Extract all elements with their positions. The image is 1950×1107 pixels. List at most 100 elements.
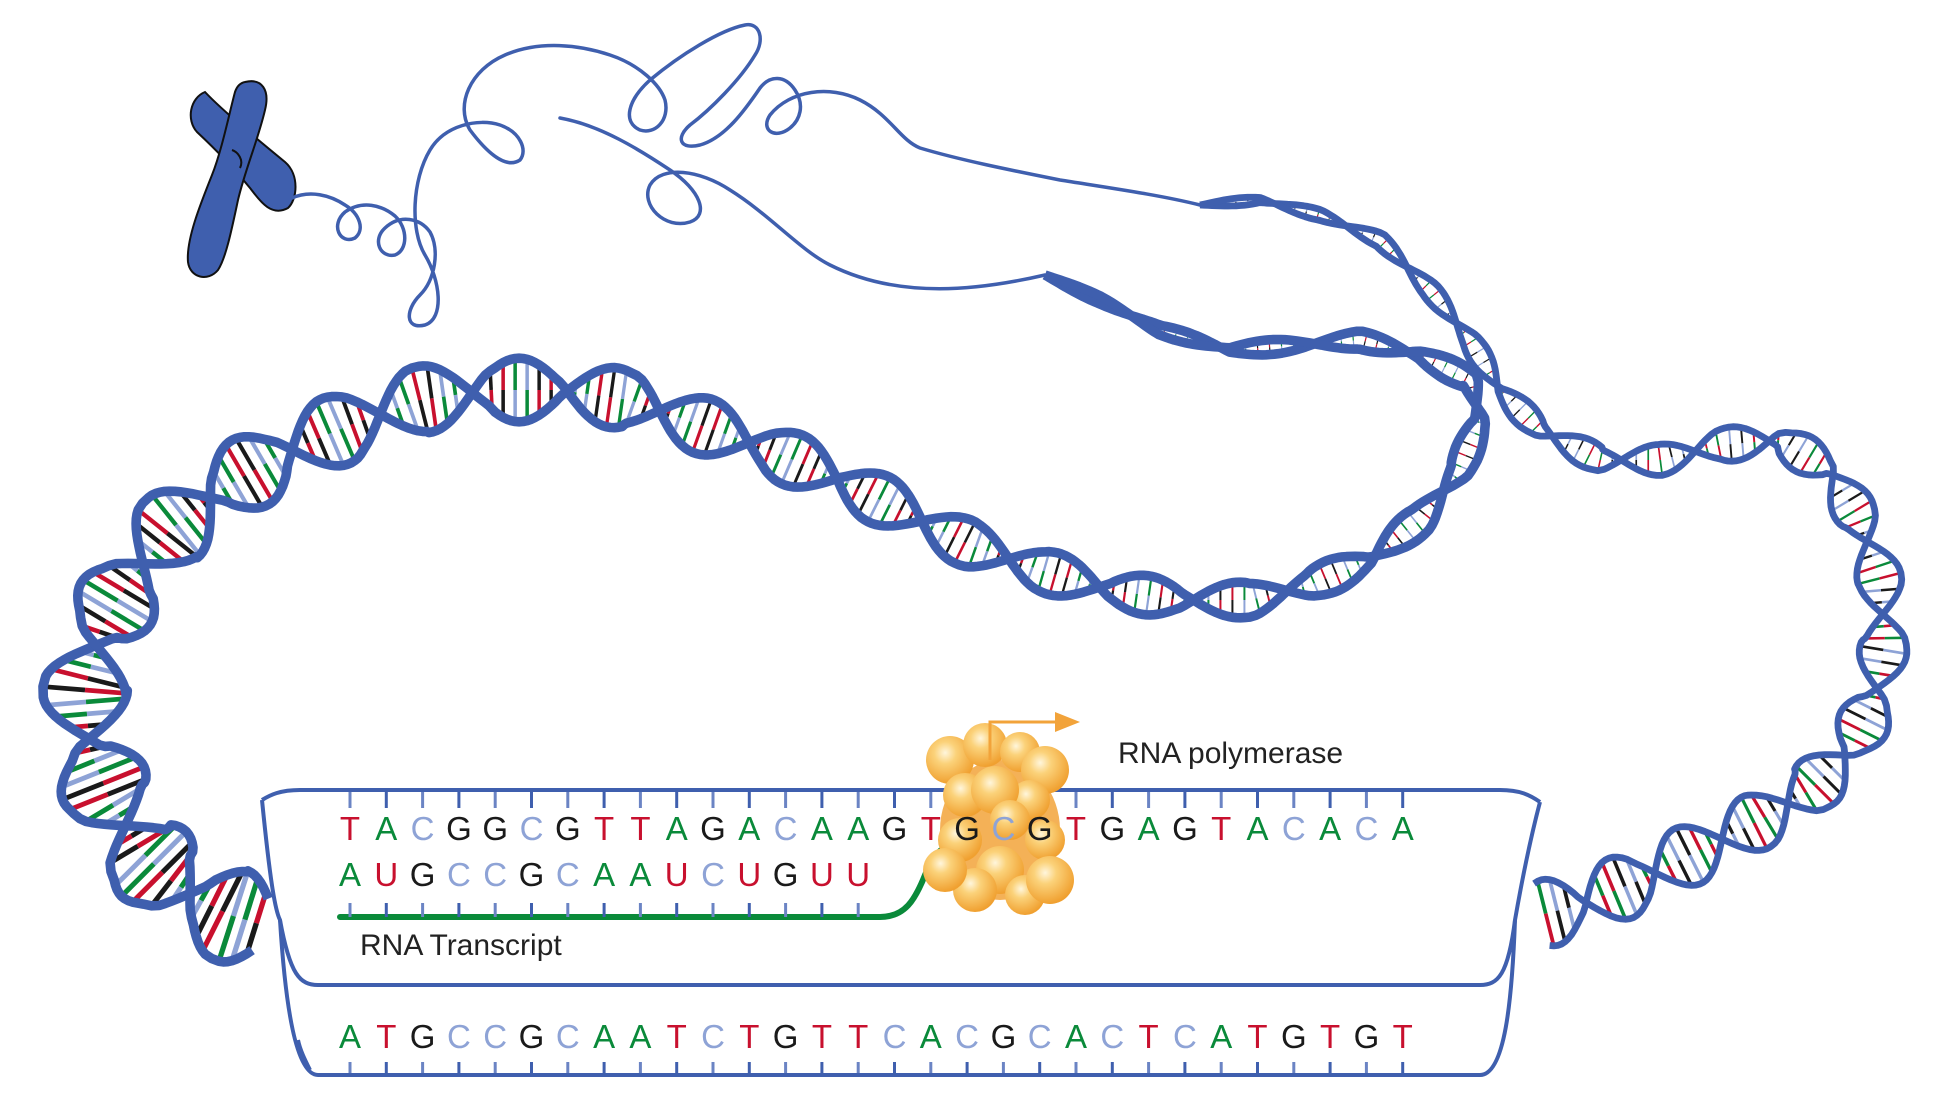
base-pair — [1625, 886, 1637, 915]
nucleotide: C — [1028, 1018, 1052, 1055]
base-pair — [1843, 708, 1865, 719]
nucleotide: G — [954, 810, 980, 847]
nucleotide: C — [411, 810, 435, 847]
template-strand-ticks — [350, 792, 1403, 808]
base-pair — [1667, 836, 1679, 861]
nucleotide: T — [812, 1018, 832, 1055]
nucleotide: T — [1211, 810, 1231, 847]
nucleotide: G — [1172, 810, 1198, 847]
base-pair — [1690, 855, 1704, 882]
nucleotide: C — [991, 810, 1015, 847]
nucleotide: G — [555, 810, 581, 847]
nucleotide: A — [593, 856, 615, 893]
base-pair — [327, 397, 341, 429]
nucleotide: U — [846, 856, 870, 893]
nucleotide: C — [447, 1018, 471, 1055]
rna-transcript-label: RNA Transcript — [360, 929, 562, 962]
base-pair — [1676, 828, 1690, 855]
base-pair — [1815, 785, 1834, 804]
nucleotide: G — [519, 1018, 545, 1055]
nucleotide: G — [991, 1018, 1017, 1055]
nucleotide: C — [1354, 810, 1378, 847]
nucleotide: U — [810, 856, 834, 893]
base-pair — [341, 429, 355, 461]
base-pair — [1741, 797, 1754, 823]
nucleotide: T — [630, 810, 650, 847]
nucleotide: T — [1066, 810, 1086, 847]
polymerase-subunit — [963, 723, 1007, 767]
base-pair — [1860, 646, 1883, 650]
nucleotide: G — [882, 810, 908, 847]
base-pair — [316, 402, 330, 434]
nucleotide: G — [773, 1018, 799, 1055]
nucleotide: C — [883, 1018, 907, 1055]
base-pair — [1557, 911, 1565, 942]
base-pair — [412, 368, 420, 400]
nucleotide: A — [1319, 810, 1341, 847]
base-pair — [1883, 650, 1906, 654]
base-pair — [1865, 719, 1887, 730]
base-pair — [1805, 758, 1823, 776]
nucleotide: C — [556, 856, 580, 893]
nucleotide: A — [629, 856, 651, 893]
nucleotide: C — [483, 1018, 507, 1055]
nucleotide: A — [1065, 1018, 1087, 1055]
nucleotide: C — [1173, 1018, 1197, 1055]
nucleotide: A — [811, 810, 833, 847]
nucleotide: C — [701, 856, 725, 893]
nucleotide: A — [339, 1018, 361, 1055]
nucleotide: A — [1138, 810, 1160, 847]
base-pair — [1860, 730, 1882, 741]
polymerase-subunit — [1026, 856, 1074, 904]
nucleotide: C — [774, 810, 798, 847]
base-pair — [43, 687, 85, 690]
nucleotide: C — [556, 1018, 580, 1055]
nucleotide: T — [848, 1018, 868, 1055]
nucleotide: A — [1246, 810, 1268, 847]
nucleotide: A — [629, 1018, 651, 1055]
base-pair — [46, 702, 86, 705]
nucleotide: T — [1139, 1018, 1159, 1055]
nucleotide: A — [1210, 1018, 1232, 1055]
nucleotide: T — [667, 1018, 687, 1055]
nucleotide: G — [519, 856, 545, 893]
base-pair — [1602, 863, 1614, 891]
nucleotide: U — [374, 856, 398, 893]
base-pair — [1824, 776, 1842, 794]
nucleotide: G — [1281, 1018, 1307, 1055]
helix-backbone — [61, 275, 1478, 962]
nucleotide: C — [520, 810, 544, 847]
nucleotide: T — [1247, 1018, 1267, 1055]
nucleotide: T — [1393, 1018, 1413, 1055]
nucleotide: A — [738, 810, 760, 847]
nucleotide: G — [482, 810, 508, 847]
nucleotide: G — [1099, 810, 1125, 847]
nucleotide: T — [594, 810, 614, 847]
nucleotide: A — [339, 856, 361, 893]
base-pair — [1538, 881, 1546, 913]
nucleotide: G — [1354, 1018, 1380, 1055]
chromatin-fiber-loop — [560, 118, 1045, 289]
nucleotide: C — [447, 856, 471, 893]
base-pair — [1754, 823, 1767, 849]
nucleotide: T — [1320, 1018, 1340, 1055]
base-pair — [245, 879, 258, 920]
nucleotide: C — [1282, 810, 1306, 847]
nucleotide: G — [700, 810, 726, 847]
nucleotide: A — [920, 1018, 942, 1055]
nucleotide: A — [666, 810, 688, 847]
nucleotide: T — [739, 1018, 759, 1055]
base-pair — [122, 864, 154, 896]
nucleotide: A — [593, 1018, 615, 1055]
nucleotide: G — [410, 1018, 436, 1055]
nucleotide: C — [955, 1018, 979, 1055]
nucleotide: G — [1027, 810, 1053, 847]
nucleotide: C — [483, 856, 507, 893]
nucleotide: T — [376, 1018, 396, 1055]
nucleotide: U — [665, 856, 689, 893]
nucleotide: G — [446, 810, 472, 847]
nucleotide: A — [1392, 810, 1414, 847]
